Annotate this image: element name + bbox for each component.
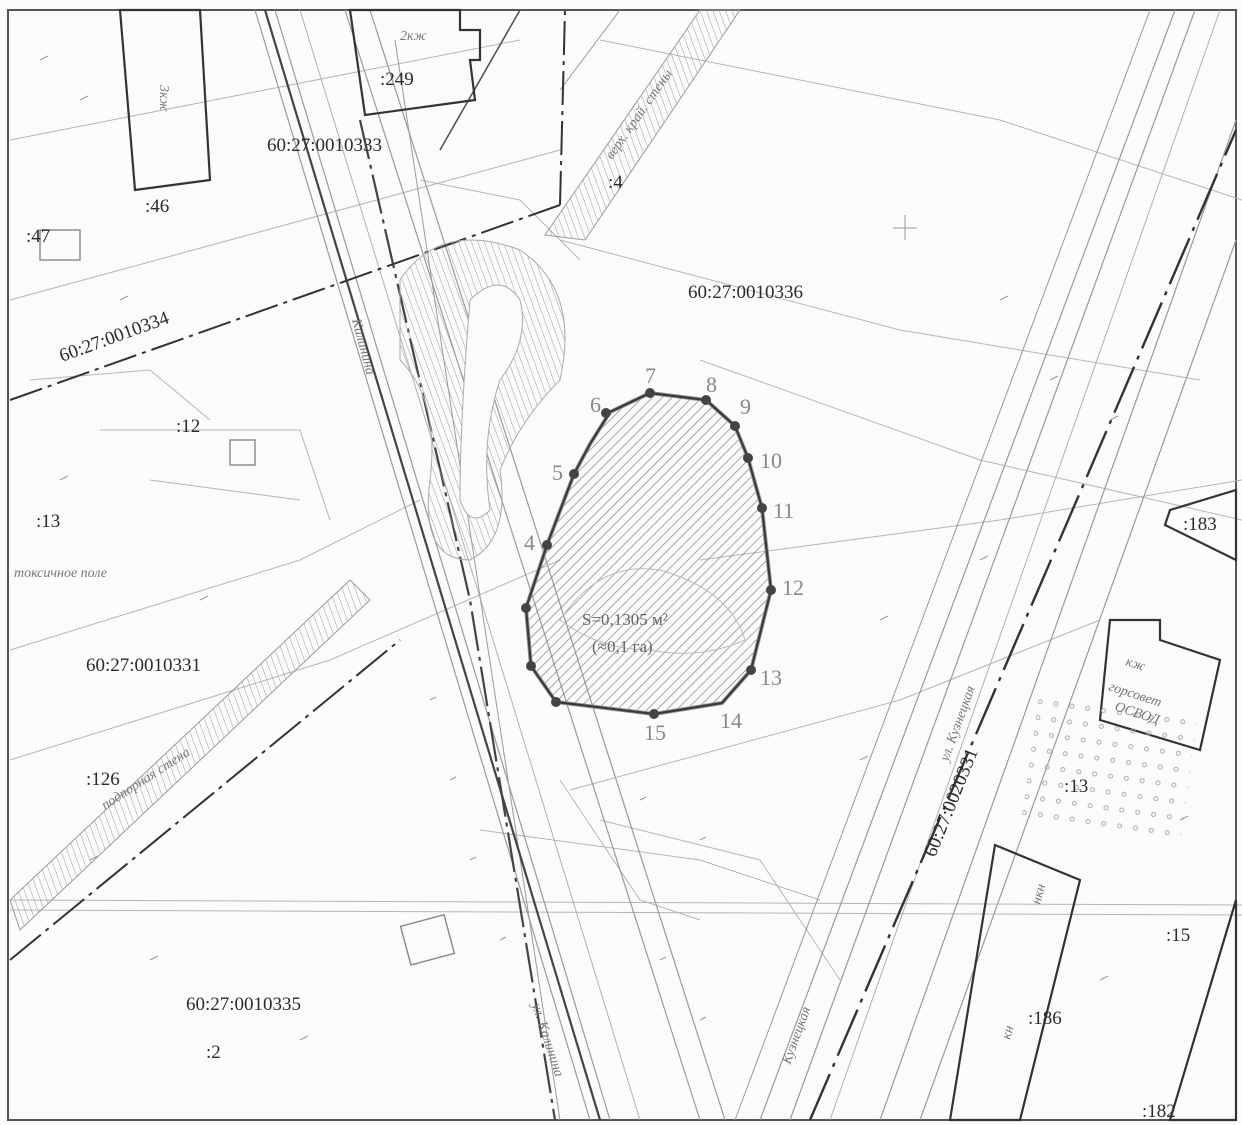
lot-label-47: :47 bbox=[26, 226, 50, 247]
vertex-label-11: 11 bbox=[773, 498, 794, 523]
wall-strip-upper bbox=[439, 9, 741, 241]
street-kuznetskaya-2: Кузнецкая bbox=[779, 1005, 814, 1068]
parcel-boundaries bbox=[9, 9, 566, 401]
note-nkn: нкн bbox=[1029, 882, 1049, 906]
lot-label-15: :15 bbox=[1166, 925, 1190, 946]
lot-label-46: :46 bbox=[145, 196, 169, 217]
parcel-label-335: 60:27:0010335 bbox=[186, 994, 301, 1015]
lot-labels: :249 :46 :47 :4 :12 :13 :126 :2 :13 :183… bbox=[26, 69, 1217, 1122]
note-kn: кн bbox=[999, 1024, 1017, 1041]
vertex-label-5: 5 bbox=[552, 460, 563, 485]
map-frame bbox=[7, 9, 1237, 1121]
lot-label-13-left: :13 bbox=[36, 511, 60, 532]
vertex-label-15: 15 bbox=[644, 720, 666, 745]
buildings bbox=[118, 8, 1238, 1122]
wall-strip-lower bbox=[9, 579, 401, 961]
parcel-hatched-area bbox=[524, 391, 773, 716]
lot-label-182: :182 bbox=[1142, 1101, 1176, 1122]
lot-label-186: :186 bbox=[1028, 1008, 1062, 1029]
lot-label-249: :249 bbox=[380, 69, 414, 90]
dotted-yard bbox=[1021, 689, 1199, 841]
parcel-label-336: 60:27:0010336 bbox=[688, 282, 803, 303]
vertex-label-7: 7 bbox=[645, 363, 656, 388]
lot-label-4: :4 bbox=[608, 172, 623, 193]
vertex-label-9: 9 bbox=[740, 394, 751, 419]
vertex-label-14: 14 bbox=[720, 708, 742, 733]
vertex-label-10: 10 bbox=[760, 448, 782, 473]
slope-inside bbox=[559, 568, 746, 654]
parcel-label-333: 60:27:0010333 bbox=[267, 135, 382, 156]
lot-label-126: :126 bbox=[86, 769, 120, 790]
small-structures bbox=[39, 229, 456, 966]
parcel-label-331: 60:27:0010331 bbox=[86, 655, 201, 676]
parcel-label-334: 60:27:0010334 bbox=[57, 307, 173, 366]
subject-parcel: 4 5 6 7 8 9 10 11 12 13 14 15 S=0,1305 м… bbox=[521, 363, 804, 745]
kalinina-street bbox=[254, 9, 726, 1121]
vertex-label-6: 6 bbox=[590, 392, 601, 417]
lot-label-12: :12 bbox=[176, 416, 200, 437]
area-line-2: (≈0,1 га) bbox=[592, 637, 653, 656]
survey-marks bbox=[39, 55, 1189, 1041]
vertex-label-13: 13 bbox=[760, 665, 782, 690]
note-kzh-3: 3кж bbox=[156, 84, 171, 112]
note-kzh-2: 2кж bbox=[400, 29, 427, 44]
vertex-label-8: 8 bbox=[706, 372, 717, 397]
vertex-points bbox=[521, 388, 776, 719]
vertex-label-4: 4 bbox=[524, 530, 535, 555]
lot-label-183: :183 bbox=[1183, 514, 1217, 535]
topo-lines bbox=[9, 39, 1242, 981]
street-kalinina-2: Калинина bbox=[348, 316, 378, 376]
mound-inner bbox=[459, 284, 523, 519]
lot-label-13-right: :13 bbox=[1064, 776, 1088, 797]
note-kzh: кж bbox=[1124, 655, 1147, 675]
kuznetskaya-street bbox=[734, 9, 1238, 1121]
lot-label-2: :2 bbox=[206, 1042, 221, 1063]
vertex-label-12: 12 bbox=[782, 575, 804, 600]
vertex-labels: 4 5 6 7 8 9 10 11 12 13 14 15 bbox=[524, 363, 804, 745]
parcel-boundary-line bbox=[524, 391, 773, 716]
note-field: токсичное поле bbox=[14, 566, 107, 581]
area-line-1: S=0,1305 м² bbox=[582, 610, 668, 629]
